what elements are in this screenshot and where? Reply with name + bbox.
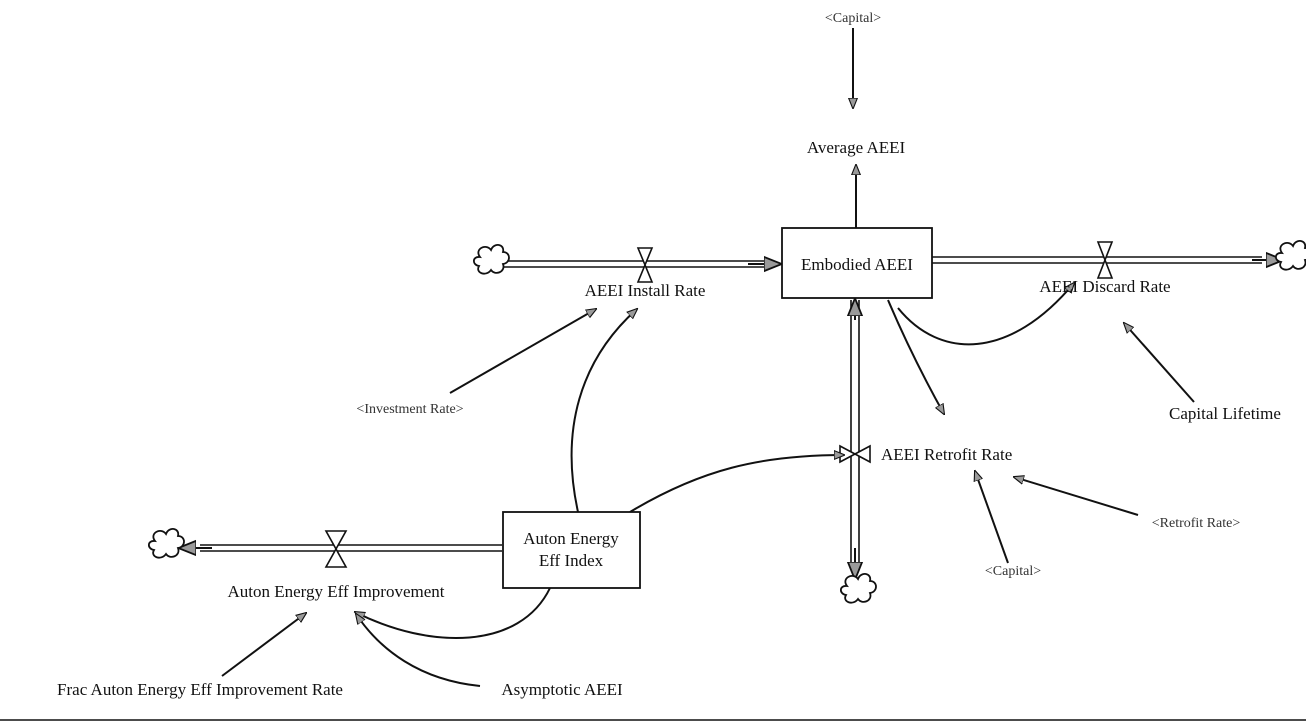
var-frac-improvement-rate: Frac Auton Energy Eff Improvement Rate: [57, 680, 343, 699]
stock-auton-index-label-line2: Eff Index: [539, 551, 604, 570]
link-index-to-install: [570, 309, 637, 513]
shadow-capital-bottom: <Capital>: [985, 564, 1041, 579]
discard-flow-pipe: [932, 257, 1282, 263]
shadow-retrofit-rate: <Retrofit Rate>: [1152, 516, 1241, 531]
flow-install-rate-label: AEEI Install Rate: [585, 281, 706, 300]
stock-auton-index-label-line1: Auton Energy: [523, 529, 619, 548]
flow-discard-rate-label: AEEI Discard Rate: [1039, 277, 1170, 296]
stock-embodied-aeei: Embodied AEEI: [781, 227, 933, 299]
stock-embodied-aeei-label: Embodied AEEI: [801, 255, 913, 274]
link-index-to-retrofit: [629, 455, 844, 513]
link-asymptotic-to-improvement: [356, 614, 481, 687]
flow-retrofit-rate-label: AEEI Retrofit Rate: [881, 445, 1012, 464]
auton-improvement-valve: [324, 530, 348, 568]
link-lifetime-to-discard: [1124, 323, 1195, 403]
install-rate-valve: [636, 247, 654, 283]
link-frac-to-improvement: [221, 613, 306, 677]
link-index-to-improvement: [355, 587, 551, 640]
link-embodied-to-retrofit: [887, 299, 944, 414]
link-retrofitrate-to-retrofit: [1014, 477, 1139, 516]
link-investment-to-install: [449, 309, 596, 394]
shadow-capital-top: <Capital>: [825, 11, 881, 26]
retrofit-flow-pipe: [851, 300, 859, 578]
var-asymptotic-aeei: Asymptotic AEEI: [501, 680, 623, 699]
install-source-cloud-icon: [472, 244, 510, 275]
discard-rate-valve: [1096, 241, 1114, 279]
stock-auton-energy-eff-index: Auton Energy Eff Index: [502, 511, 641, 589]
link-capital-to-retrofit: [975, 471, 1009, 564]
var-capital-lifetime: Capital Lifetime: [1169, 404, 1281, 423]
auton-sink-cloud-icon: [147, 528, 185, 559]
flow-auton-improvement-label: Auton Energy Eff Improvement: [227, 582, 444, 601]
retrofit-rate-valve: [839, 444, 871, 464]
shadow-investment-rate: <Investment Rate>: [356, 402, 463, 417]
retrofit-sink-cloud-icon: [839, 573, 877, 604]
install-flow-pipe: [500, 261, 780, 267]
var-average-aeei: Average AEEI: [807, 138, 906, 157]
link-embodied-to-discard: [897, 283, 1074, 346]
discard-sink-cloud-icon: [1274, 240, 1306, 271]
auton-improvement-flow-pipe: [180, 545, 502, 551]
